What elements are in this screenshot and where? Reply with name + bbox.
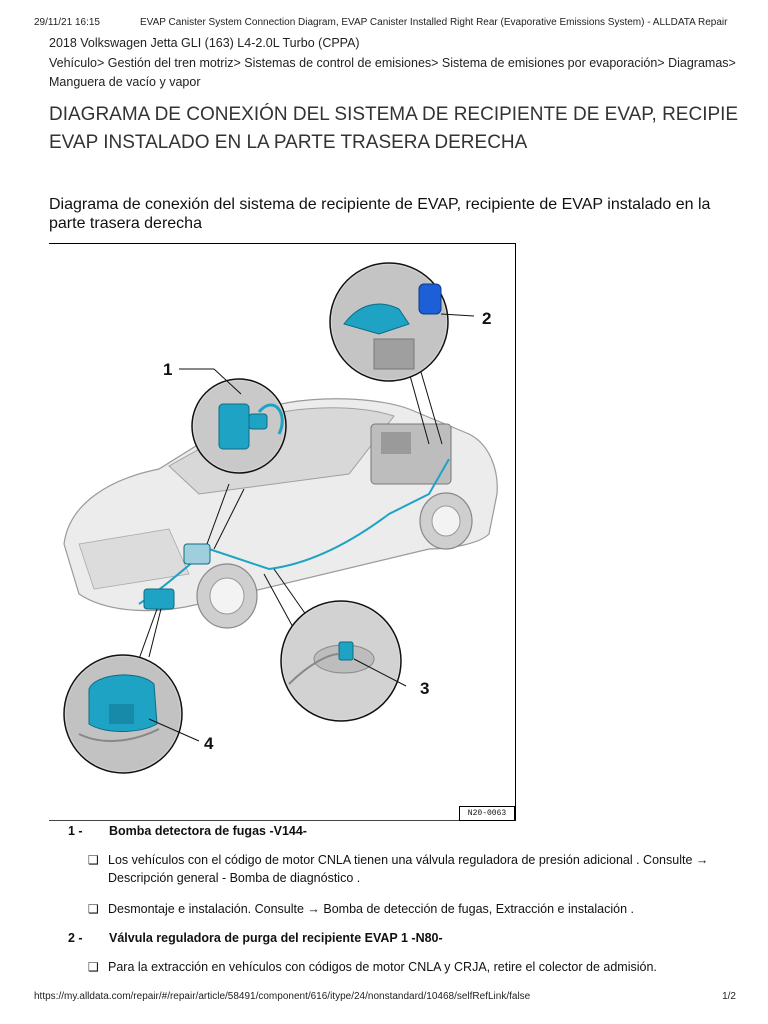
legend-item-1-note-2: ❑ Desmontaje e instalación. Consulte → B…: [88, 900, 733, 918]
car-diagram-illustration: 1 2 3 4: [63, 262, 498, 774]
callout-4-leader: [148, 718, 200, 742]
page-title-line-2: EVAP INSTALADO EN LA PARTE TRASERA DEREC…: [49, 132, 528, 153]
checkbox-bullet-icon: ❑: [88, 853, 99, 867]
section-title: Diagrama de conexión del sistema de reci…: [49, 196, 711, 232]
breadcrumb[interactable]: Vehículo> Gestión del tren motriz> Siste…: [49, 56, 736, 89]
checkbox-bullet-icon: ❑: [88, 902, 99, 916]
connection-diagram-figure: 1 2 3 4: [49, 243, 516, 821]
print-header: 29/11/21 16:15 EVAP Canister System Conn…: [34, 17, 739, 28]
note-text: Para la extracción en vehículos con códi…: [108, 960, 657, 974]
evap-hose-line: [138, 458, 450, 605]
print-url: https://my.alldata.com/repair/#/repair/a…: [34, 991, 531, 1002]
callout-1-label: 1: [163, 360, 172, 379]
legend-item-2-number: 2 -: [68, 931, 83, 945]
evap-canister: [143, 588, 175, 610]
legend-item-1-note-1: ❑ Los vehículos con el código de motor C…: [88, 851, 733, 887]
print-timestamp: 29/11/21 16:15: [34, 17, 100, 28]
note-text[interactable]: Los vehículos con el código de motor CNL…: [108, 853, 709, 885]
detail-circle-1: [191, 378, 287, 550]
figure-code: N20-0063: [459, 806, 515, 821]
detail-circle-3: [263, 568, 402, 722]
legend-item-2: 2 - Válvula reguladora de purga del reci…: [68, 931, 443, 945]
vehicle-info: 2018 Volkswagen Jetta GLI (163) L4-2.0L …: [49, 36, 360, 50]
legend-item-1-title: Bomba detectora de fugas -V144-: [109, 824, 307, 838]
callout-3-label: 3: [420, 679, 429, 698]
detail-circle-2: [329, 262, 449, 445]
checkbox-bullet-icon: ❑: [88, 960, 99, 974]
callout-4-label: 4: [204, 734, 214, 753]
legend-item-2-title: Válvula reguladora de purga del recipien…: [109, 931, 443, 945]
note-text[interactable]: Desmontaje e instalación. Consulte → Bom…: [108, 902, 634, 916]
car-illustration: [63, 398, 498, 629]
print-page-title: EVAP Canister System Connection Diagram,…: [140, 17, 728, 28]
callout-2-label: 2: [482, 309, 491, 328]
legend-item-1: 1 - Bomba detectora de fugas -V144-: [68, 824, 307, 838]
legend-item-2-note-1: ❑ Para la extracción en vehículos con có…: [88, 958, 733, 976]
page-title: DIAGRAMA DE CONEXIÓN DEL SISTEMA DE RECI…: [49, 101, 739, 157]
detail-circle-4: [63, 608, 183, 774]
legend-item-1-number: 1 -: [68, 824, 83, 838]
callout-2-leader: [440, 313, 475, 317]
leak-pump-location: [183, 543, 211, 565]
page-number: 1/2: [722, 991, 736, 1002]
callout-1-leader-diag: [213, 368, 242, 395]
print-footer: https://my.alldata.com/repair/#/repair/a…: [34, 991, 736, 1002]
callout-3-leader: [353, 658, 407, 687]
page-title-line-1: DIAGRAMA DE CONEXIÓN DEL SISTEMA DE RECI…: [49, 104, 739, 125]
